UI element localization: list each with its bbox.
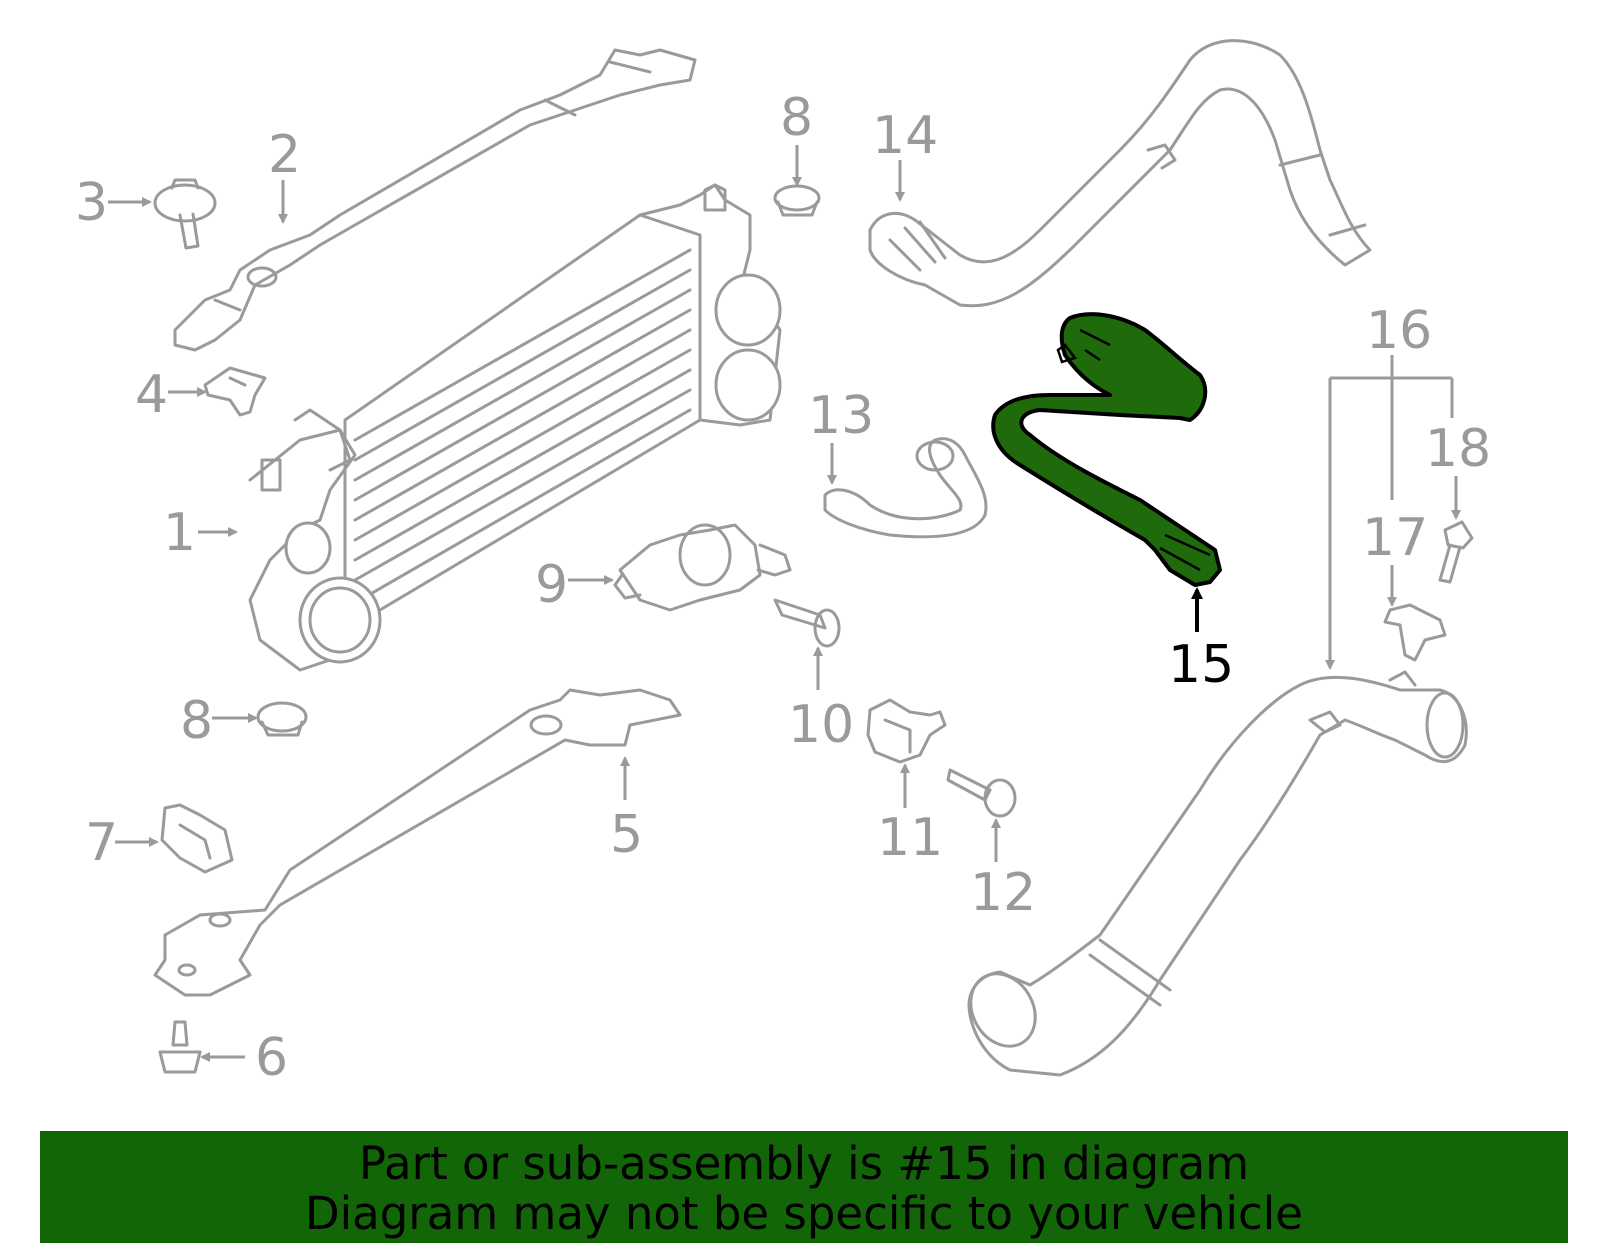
svg-text:9: 9	[535, 555, 568, 615]
callout-8-upper: 8	[780, 88, 813, 187]
clip-part-17	[1383, 603, 1447, 662]
svg-text:2: 2	[268, 125, 301, 185]
bolt-part-3	[153, 178, 217, 250]
lower-bracket-part-5	[153, 688, 682, 997]
callout-14: 14	[872, 106, 938, 202]
svg-text:18: 18	[1425, 419, 1491, 479]
sensor-part-11	[866, 698, 947, 764]
callout-2: 2	[268, 125, 301, 224]
valve-part-9	[613, 523, 792, 612]
bolt-part-12	[946, 768, 1017, 818]
callout-5: 5	[610, 756, 643, 865]
svg-text:17: 17	[1362, 508, 1428, 568]
svg-text:8: 8	[180, 691, 213, 751]
svg-text:5: 5	[610, 805, 643, 865]
svg-text:12: 12	[970, 863, 1036, 923]
callout-12: 12	[970, 818, 1036, 923]
callout-18: 18	[1425, 419, 1491, 520]
callout-8-lower: 8	[180, 691, 258, 751]
callout-6: 6	[200, 1028, 288, 1088]
callout-11: 11	[877, 763, 943, 868]
callout-7: 7	[85, 813, 159, 873]
small-hose-part-13	[823, 437, 988, 539]
callout-9: 9	[535, 555, 614, 615]
callout-13: 13	[808, 386, 874, 485]
grommet-part-8-lower	[256, 701, 308, 737]
svg-text:4: 4	[135, 365, 168, 425]
callout-15: 15	[1168, 587, 1234, 695]
info-banner: Part or sub-assembly is #15 in diagram D…	[40, 1131, 1568, 1243]
callout-10: 10	[788, 646, 854, 755]
bolt-part-6	[158, 1020, 202, 1074]
svg-text:8: 8	[780, 88, 813, 148]
callout-1: 1	[163, 503, 238, 563]
svg-text:7: 7	[85, 813, 118, 873]
lower-hose-part-16	[967, 670, 1468, 1077]
bolt-part-10	[773, 598, 841, 648]
banner-line-disclaimer: Diagram may not be specific to your vehi…	[305, 1187, 1303, 1240]
svg-text:3: 3	[75, 173, 108, 233]
svg-text:13: 13	[808, 386, 874, 446]
bolt-part-18	[1438, 520, 1474, 584]
upper-bracket-part	[173, 48, 697, 352]
callout-4: 4	[135, 365, 207, 425]
parts-diagram: 1 2 3 4 5 6 7 8 8 9 10 11	[75, 39, 1491, 1088]
clip-part-4	[203, 366, 267, 417]
highlighted-hose-part-15	[991, 312, 1222, 587]
clip-part-7	[160, 803, 234, 874]
callout-16: 16	[1325, 301, 1454, 670]
svg-text:16: 16	[1366, 301, 1432, 361]
banner-line-part-number: Part or sub-assembly is #15 in diagram	[358, 1137, 1250, 1190]
callout-17: 17	[1362, 508, 1428, 607]
svg-text:10: 10	[788, 695, 854, 755]
upper-hose-part-14	[868, 39, 1372, 308]
svg-text:11: 11	[877, 808, 943, 868]
svg-text:14: 14	[872, 106, 938, 166]
svg-text:15: 15	[1168, 635, 1234, 695]
intercooler-part	[248, 183, 782, 672]
grommet-part-8-upper	[773, 184, 821, 217]
svg-text:6: 6	[255, 1028, 288, 1088]
callout-3: 3	[75, 173, 152, 233]
svg-text:1: 1	[163, 503, 196, 563]
